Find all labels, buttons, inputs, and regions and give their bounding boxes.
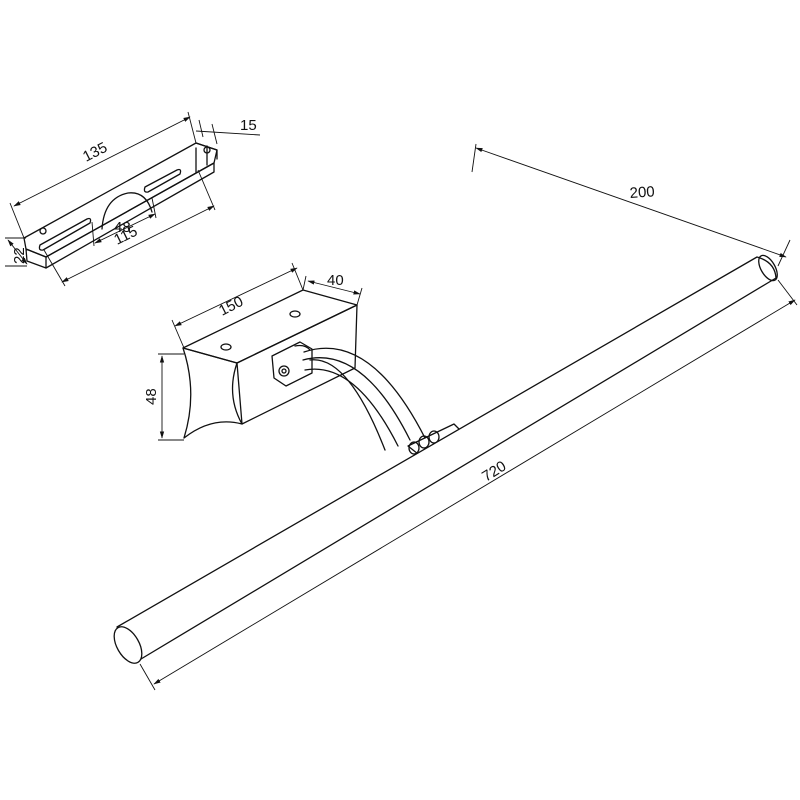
dim-base-height: 48 xyxy=(143,388,160,405)
left-slot xyxy=(38,217,92,251)
lamp-dimensions xyxy=(139,143,798,691)
dim-base-depth: 40 xyxy=(327,272,344,289)
dim-base-length: 150 xyxy=(216,293,246,320)
right-slot xyxy=(143,168,182,193)
mounting-bracket xyxy=(23,142,218,269)
wall-base xyxy=(182,289,358,439)
dim-bracket-length: 135 xyxy=(80,139,110,166)
dim-bracket-slot-gap: 48 xyxy=(114,219,131,236)
dim-lamp-length: 720 xyxy=(479,458,509,486)
lamp-tube xyxy=(113,254,778,664)
bracket-dimensions xyxy=(5,111,261,287)
dim-bracket-depth: 15 xyxy=(240,117,257,134)
dim-arm-reach: 200 xyxy=(629,183,655,202)
dim-bracket-height: 22 xyxy=(11,247,28,264)
curved-arm xyxy=(302,347,463,455)
